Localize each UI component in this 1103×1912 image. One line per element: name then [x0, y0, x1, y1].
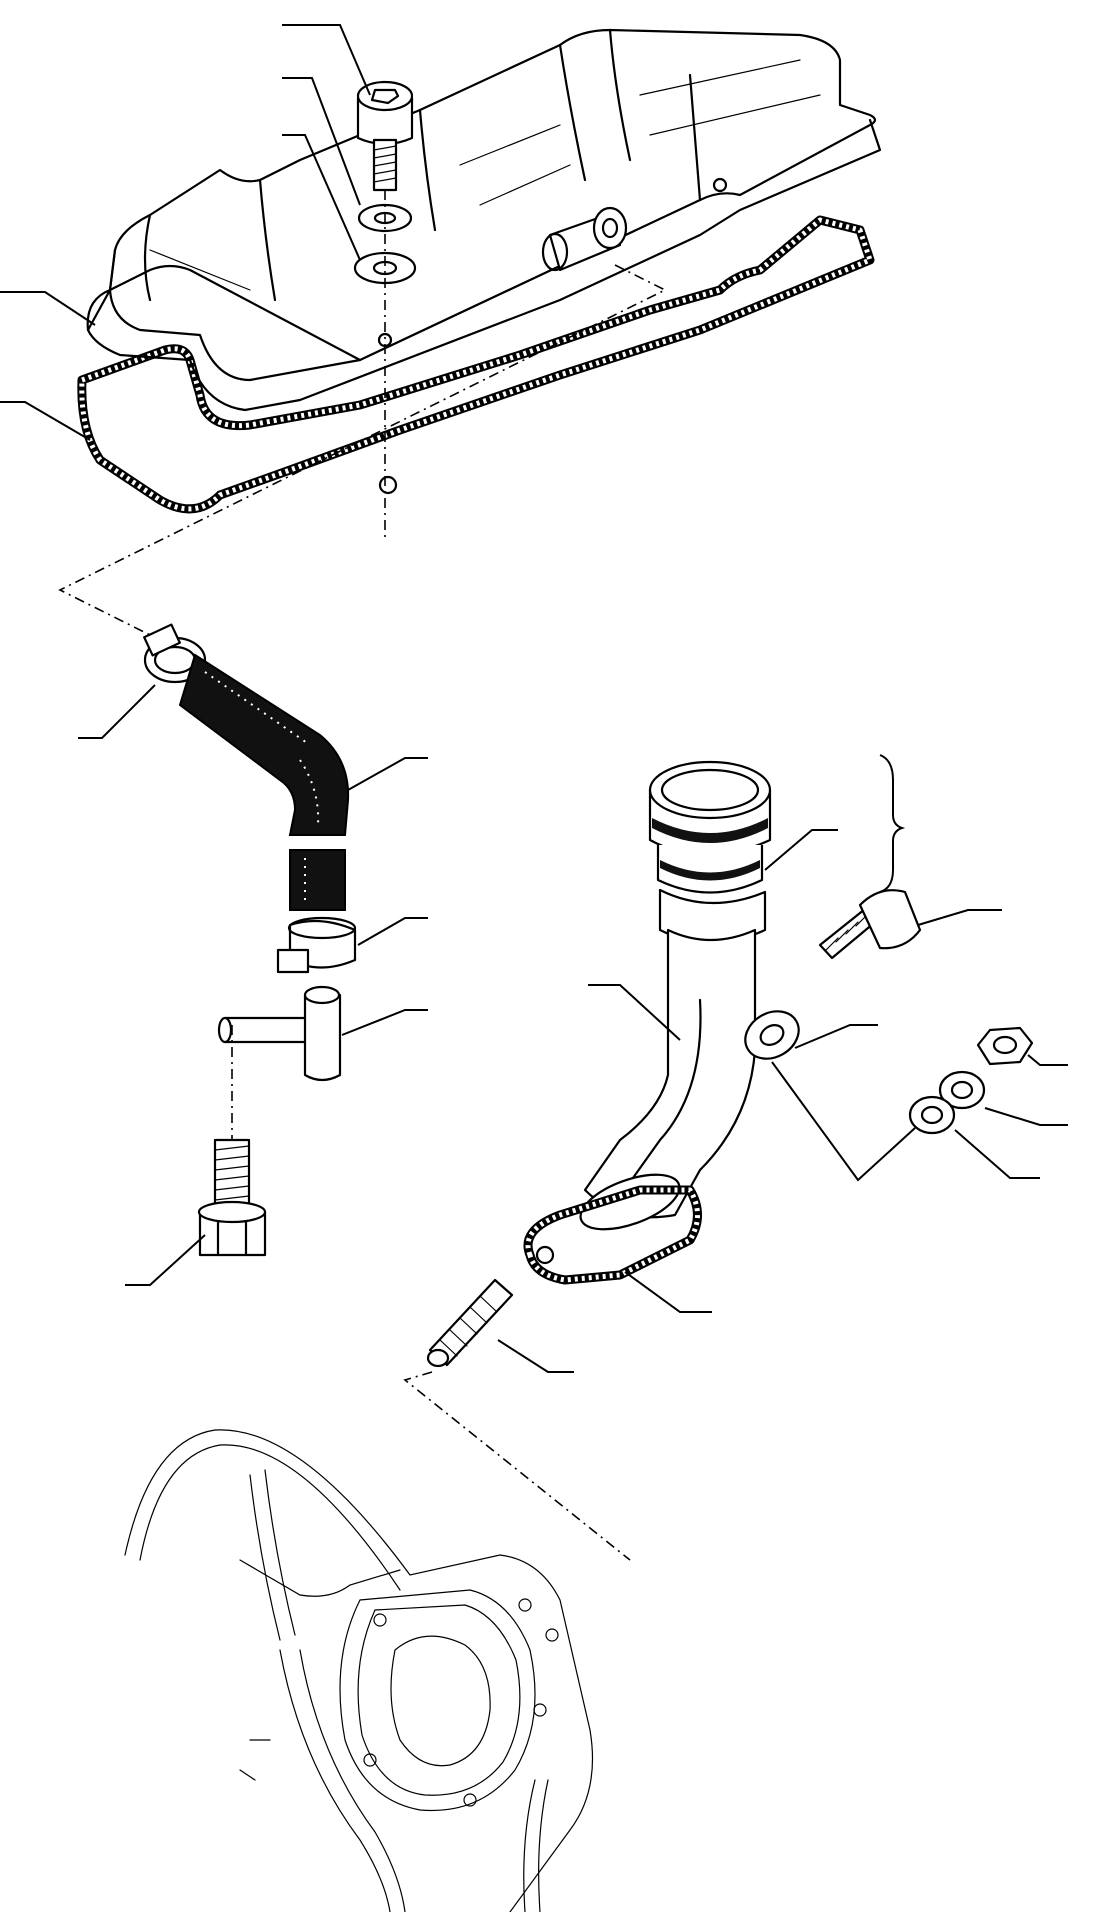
hose-clamp-lower [276, 916, 357, 974]
leader-lines-top [0, 24, 667, 641]
filler-bolt [818, 889, 922, 960]
hex-bolt [197, 1138, 267, 1257]
leader-lines-filler [497, 829, 1068, 1373]
breather-tee-fitting [217, 985, 342, 1082]
rocker-cover-gasket [77, 215, 875, 514]
cap-bracket [879, 754, 906, 893]
filler-washer [744, 1010, 800, 1060]
breather-hose [178, 653, 350, 911]
timing-cover-housing [124, 1429, 594, 1912]
hex-nut [976, 1026, 1034, 1066]
stud [426, 1278, 514, 1368]
spring-washer [938, 1070, 986, 1110]
plain-washer [908, 1095, 956, 1135]
filler-tube-gasket [523, 1185, 702, 1285]
stud-centerline [403, 1371, 631, 1561]
leader-lines-hose [78, 684, 428, 1286]
oil-filler-cap [648, 760, 772, 894]
rocker-cover [86, 28, 882, 412]
